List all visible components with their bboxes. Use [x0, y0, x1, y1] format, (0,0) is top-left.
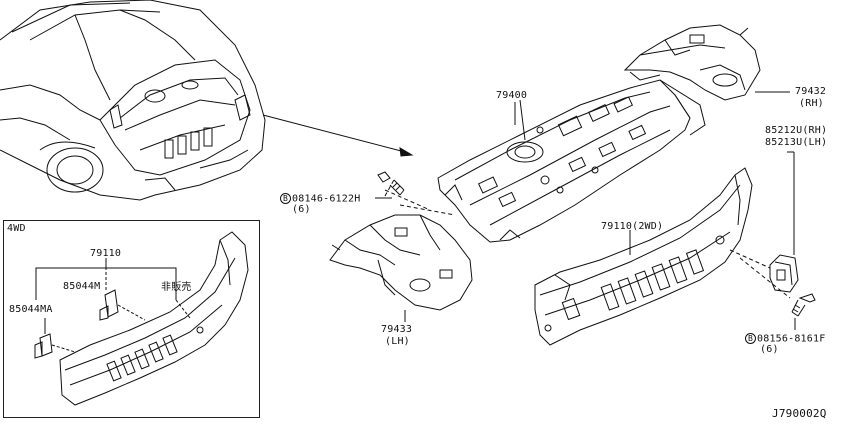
label-bolt-08156-number: 08156-8161F	[757, 333, 826, 345]
label-79400: 79400	[496, 90, 528, 101]
bolt-b-icon: B	[745, 333, 756, 344]
label-bolt-08146-number: 08146-6122H	[292, 193, 361, 205]
label-inset-79110: 79110	[90, 248, 122, 259]
solid-leaders	[375, 92, 795, 330]
inset-4wd-box	[3, 220, 260, 418]
leader-lines	[385, 178, 790, 298]
label-inset-not-sold: 非販売	[161, 282, 192, 293]
part-79110-2wd-panel	[535, 168, 752, 345]
part-79400-shelf	[438, 80, 705, 242]
label-bolt-08146-qty: (6)	[292, 204, 311, 215]
label-85213u: 85213U(LH)	[765, 137, 828, 148]
part-79110-4wd-panel	[60, 232, 248, 405]
bolt-b-icon: B	[280, 193, 291, 204]
bolt-08146	[378, 172, 404, 195]
label-79432-side: (RH)	[799, 98, 824, 109]
label-85212u: 85212U(RH)	[765, 125, 828, 136]
label-inset-4wd: 4WD	[7, 223, 26, 234]
label-79432: 79432	[795, 86, 827, 97]
vehicle-rear-illustration	[0, 0, 265, 200]
label-inset-85044m: 85044M	[63, 281, 101, 292]
label-79110-2wd: 79110(2WD)	[601, 221, 664, 232]
label-bolt-08156-qty: (6)	[760, 344, 779, 355]
diagram-code: J790002Q	[772, 407, 827, 420]
inset-leaders	[36, 258, 190, 352]
label-inset-85044ma: 85044MA	[9, 304, 53, 315]
pointer-arrow	[263, 115, 412, 156]
label-79433-side: (LH)	[385, 336, 410, 347]
part-85044ma-bracket	[35, 334, 52, 358]
part-79432-rh	[625, 25, 760, 100]
label-79433: 79433	[381, 324, 413, 335]
part-85044m-bracket	[100, 290, 118, 320]
part-85212u-bracket	[770, 152, 815, 316]
part-79433-lh	[330, 215, 472, 310]
